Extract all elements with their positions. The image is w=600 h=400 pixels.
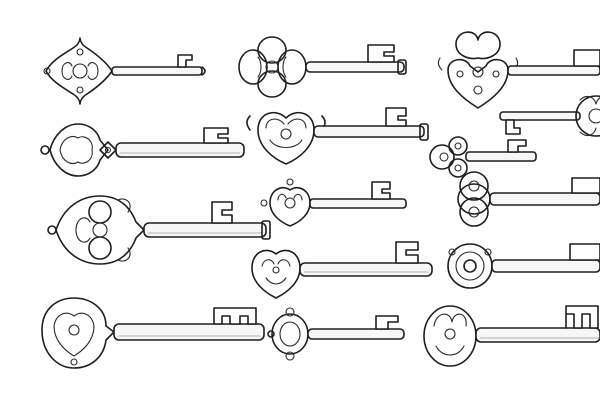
key-11-bow: [251, 249, 301, 299]
key-10: [457, 171, 600, 227]
key-14: [267, 307, 405, 361]
key-15-shaft: [475, 327, 600, 343]
key-14-bow: [267, 307, 309, 361]
key-1-bow: [43, 37, 113, 105]
key-14-bit: [375, 315, 399, 330]
key-8-shaft: [143, 222, 267, 238]
key-15-bit: [565, 305, 599, 329]
key-12: [447, 243, 600, 289]
key-1-bit: [177, 54, 193, 68]
key-1: [43, 37, 206, 105]
key-3-bit: [573, 49, 600, 67]
key-12-bit: [569, 243, 600, 261]
key-7-bow: [429, 136, 468, 178]
key-1-shaft: [111, 66, 203, 76]
key-15: [423, 305, 600, 367]
key-9-shaft: [309, 198, 407, 209]
key-2-shaft: [305, 61, 405, 73]
key-3-shaft: [507, 65, 600, 76]
key-12-bow: [447, 243, 493, 289]
key-11-shaft: [299, 262, 433, 277]
key-9-bit: [371, 181, 391, 200]
key-2-bit: [367, 44, 395, 63]
key-6-shaft: [499, 111, 581, 121]
key-2: [238, 36, 407, 98]
key-9-bow: [260, 178, 311, 227]
key-10-bow: [457, 171, 491, 227]
key-5-bit: [385, 107, 407, 127]
key-13: [41, 297, 265, 369]
key-2-bow: [238, 36, 307, 98]
key-11-bit: [395, 241, 419, 264]
key-5-shaft: [313, 125, 425, 138]
key-7-shaft: [465, 151, 537, 162]
key-10-shaft: [489, 192, 600, 206]
key-4-bow: [40, 123, 117, 177]
key-7: [429, 136, 537, 178]
key-6-bow: [575, 95, 600, 137]
key-3: [437, 31, 600, 109]
key-15-bow: [423, 305, 477, 367]
key-5: [246, 107, 429, 165]
key-8-bow: [47, 195, 145, 265]
key-8-bit: [211, 201, 233, 224]
key-12-shaft: [491, 259, 600, 273]
key-14-shaft: [307, 328, 405, 340]
key-8: [47, 195, 271, 265]
key-5-bow: [246, 111, 326, 165]
key-3-bow: [437, 31, 519, 109]
key-7-bit: [507, 139, 527, 153]
key-6: [499, 95, 600, 137]
key-10-bit: [571, 177, 600, 194]
key-6-bit: [505, 119, 521, 135]
key-9: [260, 178, 407, 227]
key-4-bit: [203, 127, 229, 144]
key-11: [251, 241, 433, 299]
key-4-shaft: [115, 142, 245, 158]
key-13-bow: [41, 297, 115, 369]
key-4: [40, 123, 245, 177]
key-13-shaft: [113, 323, 265, 341]
key-13-bit: [213, 307, 257, 325]
